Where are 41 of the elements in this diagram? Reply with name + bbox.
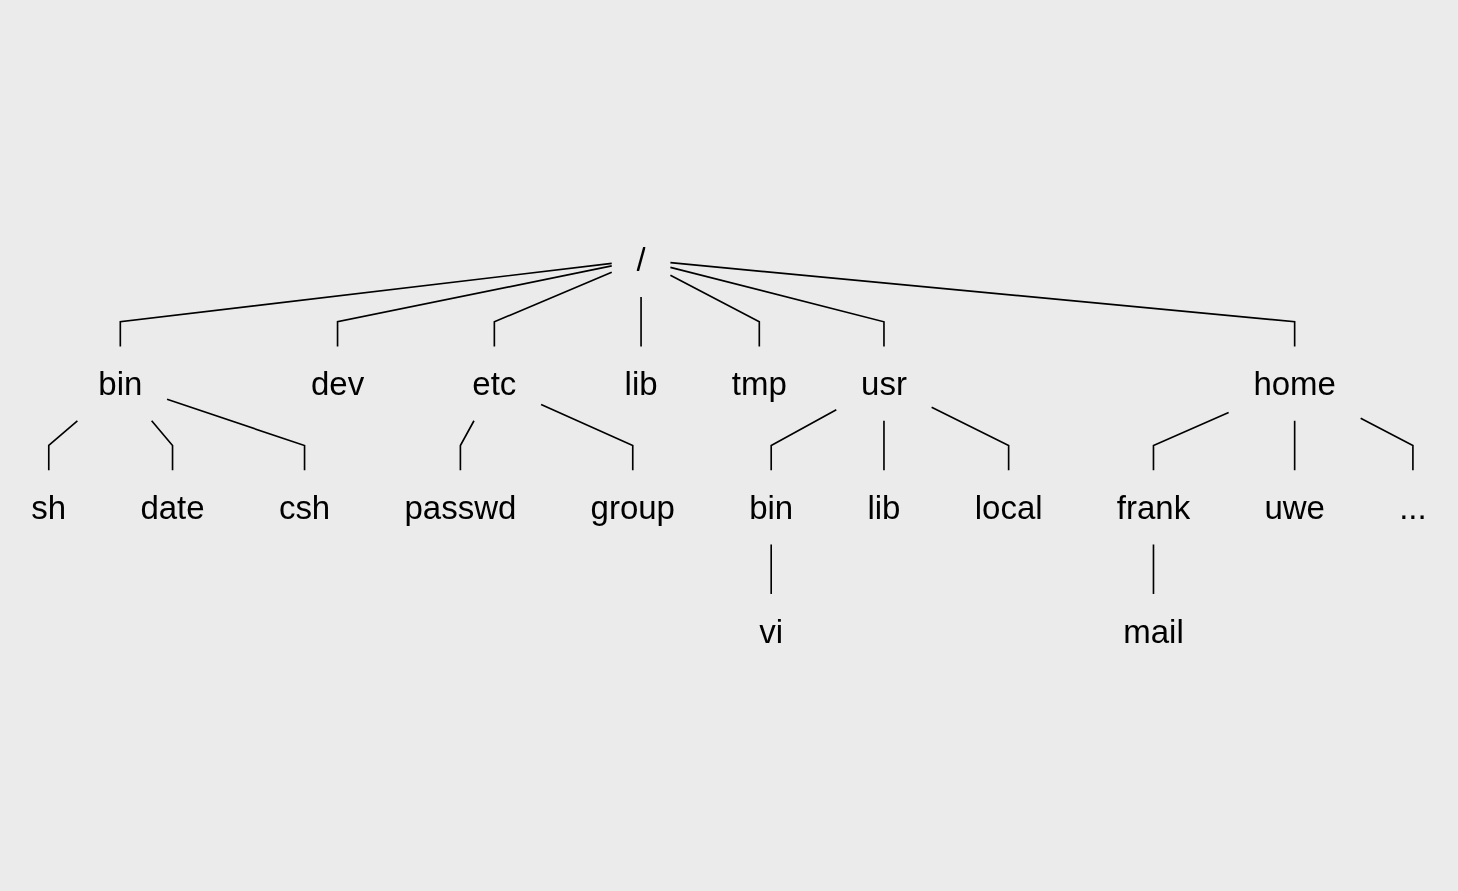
connector: [1293, 419, 1296, 472]
connector: [459, 419, 475, 472]
connector: [150, 419, 174, 472]
node-text: lib: [867, 489, 901, 526]
connector: [47, 419, 79, 472]
node-text: uwe: [1264, 489, 1325, 526]
node-text: bin: [98, 365, 143, 402]
node-text: dev: [310, 365, 365, 402]
node-text: date: [140, 489, 205, 526]
connector: [640, 296, 642, 348]
connector: [1359, 417, 1414, 472]
connector: [669, 274, 761, 348]
connector: [336, 265, 613, 348]
connector: [930, 406, 1010, 472]
node-text: csh: [278, 489, 331, 526]
node-text: lib: [624, 365, 658, 402]
node-text: mail: [1123, 612, 1184, 650]
connector: [1152, 411, 1230, 472]
connector: [669, 266, 885, 348]
connector: [540, 403, 634, 472]
node-text: sh: [31, 489, 67, 526]
node-text: group: [590, 489, 675, 526]
connector: [493, 271, 613, 348]
node-text: tmp: [731, 365, 787, 402]
node-text: etc: [472, 365, 517, 402]
node-text: passwd: [404, 489, 517, 526]
connector: [770, 408, 838, 472]
node-text: usr: [861, 365, 907, 402]
node-text: bin: [749, 489, 794, 526]
connector: [770, 543, 773, 595]
connector: [166, 398, 306, 472]
node-text: vi: [759, 612, 784, 650]
connector: [1152, 543, 1155, 595]
node-text: ...: [1399, 489, 1427, 526]
node-text: local: [974, 489, 1043, 526]
node-text: frank: [1116, 489, 1191, 526]
connector: [883, 419, 885, 472]
connector: [669, 261, 1296, 348]
connector: [119, 262, 613, 348]
node-text: home: [1253, 365, 1336, 402]
node-text: /: [636, 241, 646, 279]
